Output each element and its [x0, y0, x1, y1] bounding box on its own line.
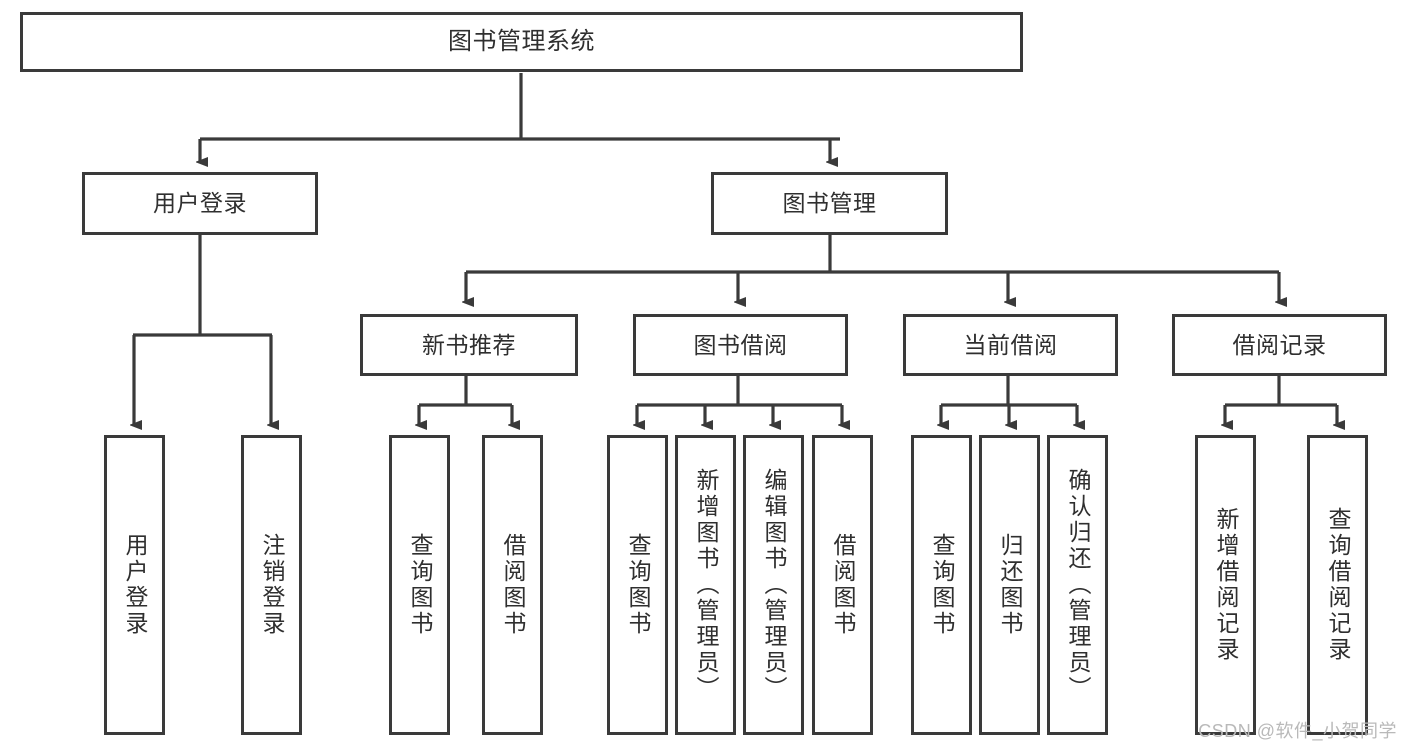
node-leaf-logout-label: 注销登录	[259, 533, 285, 637]
node-leaf-edit-book-label: 编辑图书（管理员）	[761, 468, 787, 702]
node-leaf-user-login[interactable]: 用户登录	[104, 435, 165, 735]
node-user-login-label: 用户登录	[153, 190, 247, 217]
node-current-borrow[interactable]: 当前借阅	[903, 314, 1118, 376]
node-root[interactable]: 图书管理系统	[20, 12, 1023, 72]
node-leaf-query-book-3-label: 查询图书	[929, 533, 955, 637]
node-book-borrow-label: 图书借阅	[693, 331, 788, 358]
node-borrow-record[interactable]: 借阅记录	[1172, 314, 1387, 376]
node-leaf-return-book-label: 归还图书	[997, 533, 1023, 637]
node-new-book-rec-label: 新书推荐	[422, 331, 516, 358]
node-book-borrow[interactable]: 图书借阅	[633, 314, 848, 376]
node-leaf-borrow-book-2-label: 借阅图书	[830, 533, 856, 637]
node-user-login[interactable]: 用户登录	[82, 172, 318, 235]
node-new-book-rec[interactable]: 新书推荐	[360, 314, 578, 376]
node-leaf-query-record-label: 查询借阅记录	[1325, 507, 1351, 663]
node-leaf-logout[interactable]: 注销登录	[241, 435, 302, 735]
node-leaf-add-book-label: 新增图书（管理员）	[693, 468, 719, 702]
node-leaf-add-record[interactable]: 新增借阅记录	[1195, 435, 1256, 735]
node-leaf-query-book-3[interactable]: 查询图书	[911, 435, 972, 735]
node-current-borrow-label: 当前借阅	[963, 331, 1058, 358]
node-root-label: 图书管理系统	[448, 27, 595, 55]
node-leaf-query-book-2-label: 查询图书	[625, 533, 651, 637]
node-leaf-query-book-2[interactable]: 查询图书	[607, 435, 668, 735]
node-leaf-borrow-book-2[interactable]: 借阅图书	[812, 435, 873, 735]
node-leaf-query-book-1-label: 查询图书	[407, 533, 433, 637]
node-leaf-borrow-book-1[interactable]: 借阅图书	[482, 435, 543, 735]
node-borrow-record-label: 借阅记录	[1232, 331, 1327, 358]
node-book-manage-label: 图书管理	[782, 190, 877, 217]
node-leaf-edit-book[interactable]: 编辑图书（管理员）	[743, 435, 804, 735]
watermark-text: CSDN @软件_小贺同学	[1198, 721, 1397, 741]
node-leaf-query-book-1[interactable]: 查询图书	[389, 435, 450, 735]
node-leaf-confirm-return-label: 确认归还（管理员）	[1065, 468, 1091, 702]
node-leaf-confirm-return[interactable]: 确认归还（管理员）	[1047, 435, 1108, 735]
node-leaf-add-record-label: 新增借阅记录	[1213, 507, 1239, 663]
node-book-manage[interactable]: 图书管理	[711, 172, 948, 235]
node-leaf-add-book[interactable]: 新增图书（管理员）	[675, 435, 736, 735]
node-leaf-user-login-label: 用户登录	[122, 533, 148, 637]
node-leaf-return-book[interactable]: 归还图书	[979, 435, 1040, 735]
node-leaf-query-record[interactable]: 查询借阅记录	[1307, 435, 1368, 735]
node-leaf-borrow-book-1-label: 借阅图书	[500, 533, 526, 637]
